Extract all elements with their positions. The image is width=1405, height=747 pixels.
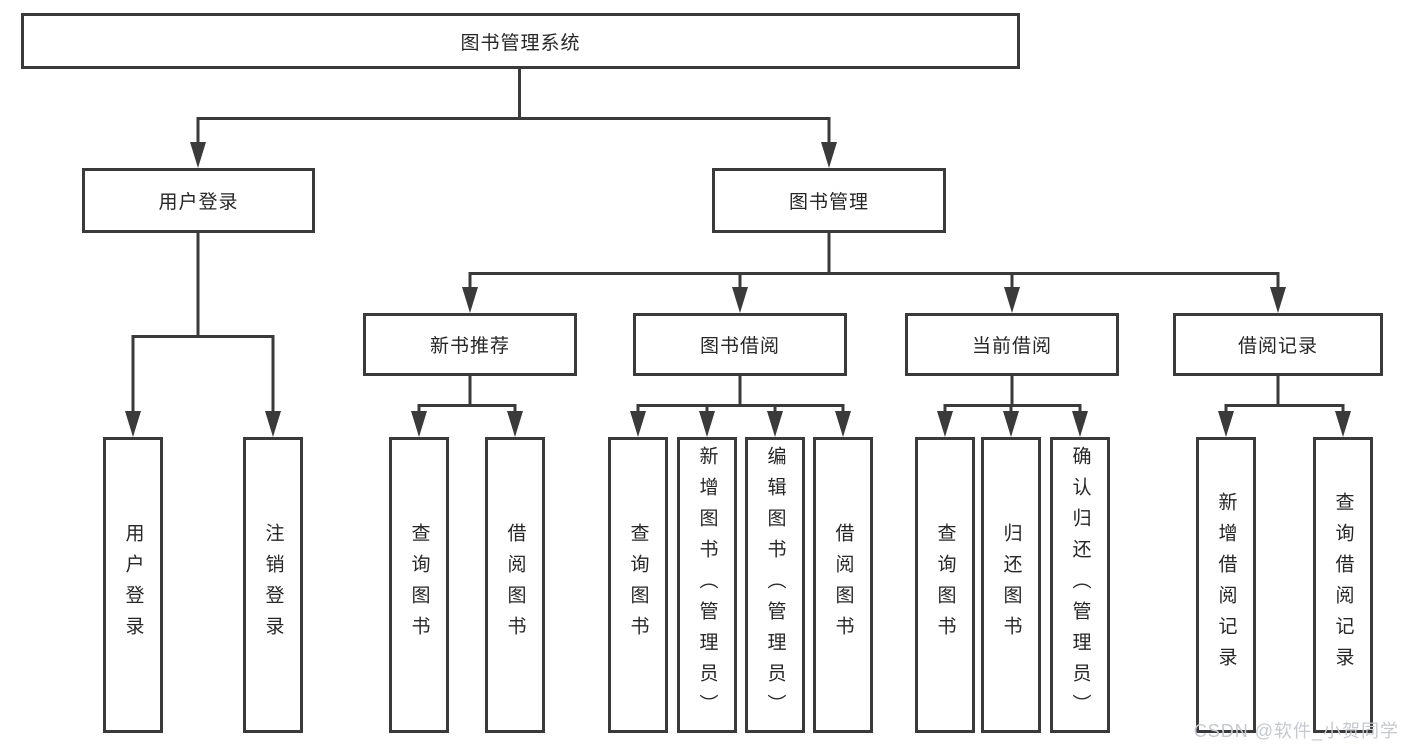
node-new-book-recommend: 新书推荐	[363, 313, 577, 376]
connector-borrowing-records-children	[1224, 375, 1345, 413]
leaf-br-add-record: 新增借阅记录	[1196, 437, 1256, 733]
arrow-down-icon	[821, 142, 837, 168]
leaf-br-query-record: 查询借阅记录	[1313, 437, 1373, 733]
leaf-nb-query-books-label: 查询图书	[408, 523, 430, 647]
node-current-borrowing-label: 当前借阅	[971, 336, 1052, 357]
node-new-book-recommend-label: 新书推荐	[429, 336, 510, 357]
arrow-down-icon	[835, 411, 851, 437]
leaf-user-login-label: 用户登录	[122, 523, 144, 647]
arrow-down-icon	[630, 411, 646, 437]
arrow-down-icon	[1270, 287, 1286, 313]
leaf-bb-edit-books: 编辑图书（管理员）	[745, 437, 805, 733]
leaf-cb-confirm-return: 确认归还（管理员）	[1050, 437, 1110, 733]
leaf-bb-edit-books-label: 编辑图书（管理员）	[764, 445, 786, 725]
node-book-management: 图书管理	[712, 168, 946, 233]
connector-book-management-children	[468, 232, 1280, 289]
connector-new-book-recommend-children	[417, 375, 517, 413]
leaf-bb-borrow-books-label: 借阅图书	[832, 523, 854, 647]
leaf-br-query-record-label: 查询借阅记录	[1332, 492, 1354, 678]
arrow-down-icon	[462, 287, 478, 313]
leaf-logout: 注销登录	[243, 437, 303, 733]
connector-root-to-level2	[196, 68, 831, 144]
leaf-cb-query-books-label: 查询图书	[934, 523, 956, 647]
arrow-down-icon	[190, 142, 206, 168]
leaf-cb-return-books-label: 归还图书	[1000, 523, 1022, 647]
leaf-cb-query-books: 查询图书	[915, 437, 975, 733]
node-borrowing-records-label: 借阅记录	[1237, 336, 1318, 357]
connector-book-borrowing-children	[636, 375, 845, 413]
leaf-bb-add-books-label: 新增图书（管理员）	[696, 445, 718, 725]
arrow-down-icon	[411, 411, 427, 437]
arrow-down-icon	[1218, 411, 1234, 437]
arrow-down-icon	[1072, 411, 1088, 437]
leaf-user-login: 用户登录	[103, 437, 163, 733]
node-book-management-label: 图书管理	[788, 192, 869, 213]
node-book-borrowing: 图书借阅	[633, 313, 847, 376]
arrow-down-icon	[732, 287, 748, 313]
connector-user-login-children	[131, 232, 275, 413]
arrow-down-icon	[699, 411, 715, 437]
leaf-cb-return-books: 归还图书	[981, 437, 1041, 733]
arrow-down-icon	[507, 411, 523, 437]
node-current-borrowing: 当前借阅	[905, 313, 1119, 376]
leaf-nb-borrow-books-label: 借阅图书	[504, 523, 526, 647]
csdn-watermark: CSDN @软件_小贺同学	[1193, 721, 1399, 741]
leaf-bb-query-books-label: 查询图书	[627, 523, 649, 647]
arrow-down-icon	[767, 411, 783, 437]
arrow-down-icon	[937, 411, 953, 437]
node-book-management-system: 图书管理系统	[21, 13, 1020, 69]
connector-current-borrowing-children	[943, 375, 1082, 413]
leaf-nb-borrow-books: 借阅图书	[485, 437, 545, 733]
node-book-borrowing-label: 图书借阅	[699, 336, 780, 357]
node-book-management-system-label: 图书管理系统	[460, 32, 581, 54]
leaf-cb-confirm-return-label: 确认归还（管理员）	[1069, 445, 1091, 725]
leaf-logout-label: 注销登录	[262, 523, 284, 647]
arrow-down-icon	[1335, 411, 1351, 437]
arrow-down-icon	[265, 411, 281, 437]
leaf-bb-query-books: 查询图书	[608, 437, 668, 733]
node-user-login-label: 用户登录	[158, 192, 239, 213]
node-user-login: 用户登录	[82, 168, 315, 233]
node-borrowing-records: 借阅记录	[1173, 313, 1383, 376]
arrow-down-icon	[1003, 411, 1019, 437]
leaf-bb-add-books: 新增图书（管理员）	[677, 437, 737, 733]
leaf-br-add-record-label: 新增借阅记录	[1215, 492, 1237, 678]
arrow-down-icon	[125, 411, 141, 437]
leaf-nb-query-books: 查询图书	[389, 437, 449, 733]
arrow-down-icon	[1004, 287, 1020, 313]
leaf-bb-borrow-books: 借阅图书	[813, 437, 873, 733]
